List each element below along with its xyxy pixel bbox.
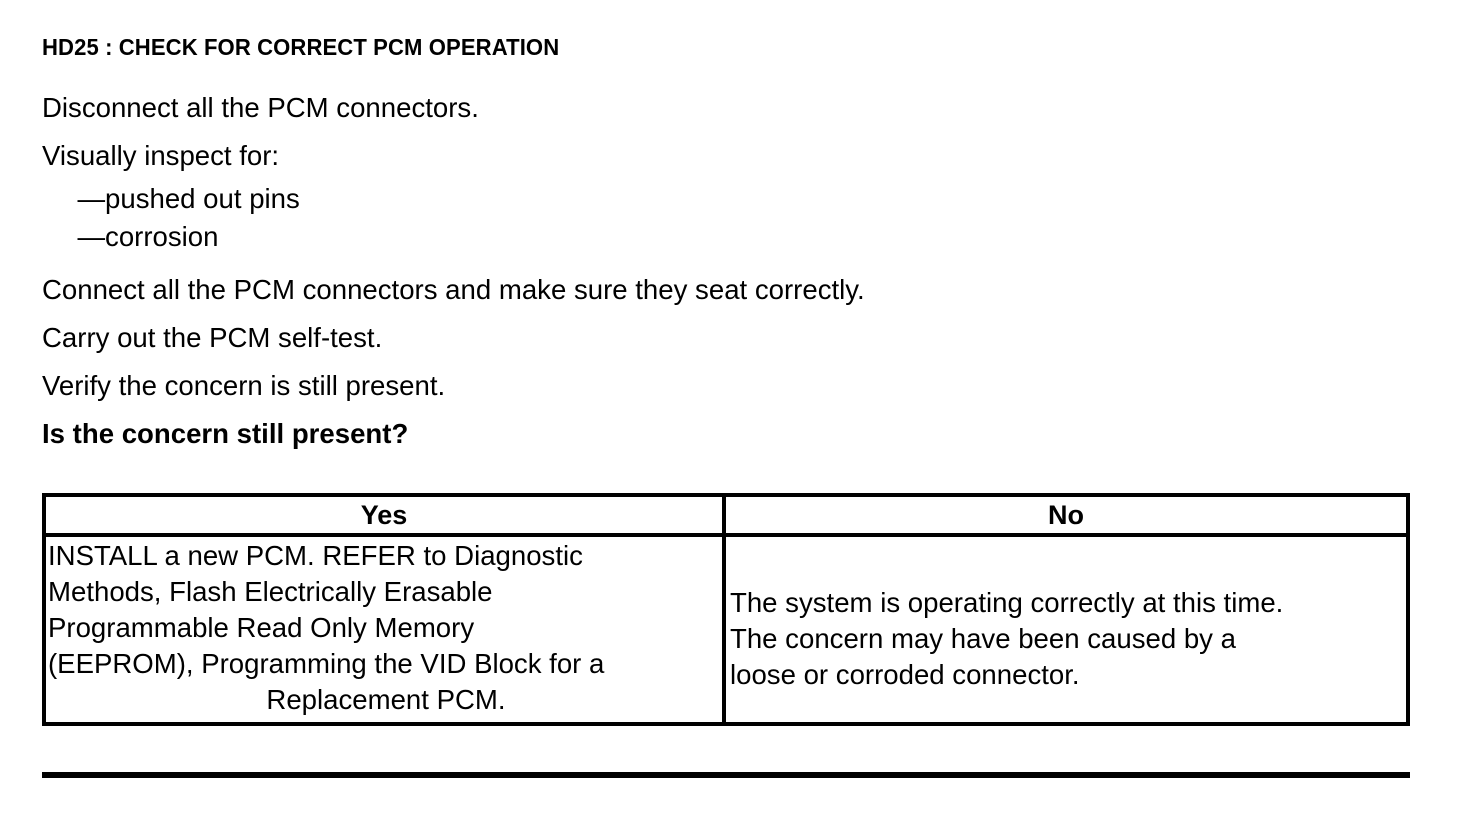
decision-table: Yes No INSTALL a new PCM. REFER to Diagn… bbox=[42, 493, 1410, 726]
instruction-line: Disconnect all the PCM connectors. bbox=[42, 92, 479, 123]
no-action-line: The concern may have been caused by a bbox=[730, 623, 1236, 654]
list-item: —corrosion bbox=[77, 221, 219, 252]
footer-divider bbox=[42, 772, 1410, 778]
decision-question: Is the concern still present? bbox=[42, 418, 409, 449]
table-row: INSTALL a new PCM. REFER to Diagnostic M… bbox=[46, 537, 1406, 722]
table-header-cell-yes: Yes bbox=[46, 497, 726, 533]
list-item: —pushed out pins bbox=[77, 183, 300, 214]
no-action-line: loose or corroded connector. bbox=[730, 659, 1080, 690]
inspection-sub-list: —pushed out pins —corrosion bbox=[42, 180, 1422, 256]
yes-action-line: Replacement PCM. bbox=[266, 684, 506, 715]
table-cell-yes: INSTALL a new PCM. REFER to Diagnostic M… bbox=[46, 537, 726, 722]
yes-action-line: INSTALL a new PCM. REFER to Diagnostic bbox=[48, 540, 583, 571]
instruction-line: Carry out the PCM self-test. bbox=[42, 322, 383, 353]
table-header-cell-no: No bbox=[726, 497, 1406, 533]
column-header-label: Yes bbox=[360, 499, 408, 530]
instruction-line: Verify the concern is still present. bbox=[42, 370, 446, 401]
column-header-label: No bbox=[1048, 499, 1084, 530]
yes-action-line: Programmable Read Only Memory bbox=[48, 612, 475, 643]
no-action-text: The system is operating correctly at thi… bbox=[730, 585, 1414, 693]
yes-action-text: INSTALL a new PCM. REFER to Diagnostic M… bbox=[48, 538, 748, 718]
instruction-block: Disconnect all the PCM connectors. Visua… bbox=[42, 84, 1422, 458]
table-header-row: Yes No bbox=[46, 497, 1406, 537]
yes-action-line: Methods, Flash Electrically Erasable bbox=[48, 576, 493, 607]
no-action-line: The system is operating correctly at thi… bbox=[730, 587, 1284, 618]
page-title: HD25 : CHECK FOR CORRECT PCM OPERATION bbox=[42, 34, 560, 60]
table-cell-no: The system is operating correctly at thi… bbox=[726, 537, 1406, 722]
yes-action-line: (EEPROM), Programming the VID Block for … bbox=[48, 648, 605, 679]
instruction-line: Visually inspect for: bbox=[42, 140, 280, 171]
instruction-line: Connect all the PCM connectors and make … bbox=[42, 274, 865, 305]
